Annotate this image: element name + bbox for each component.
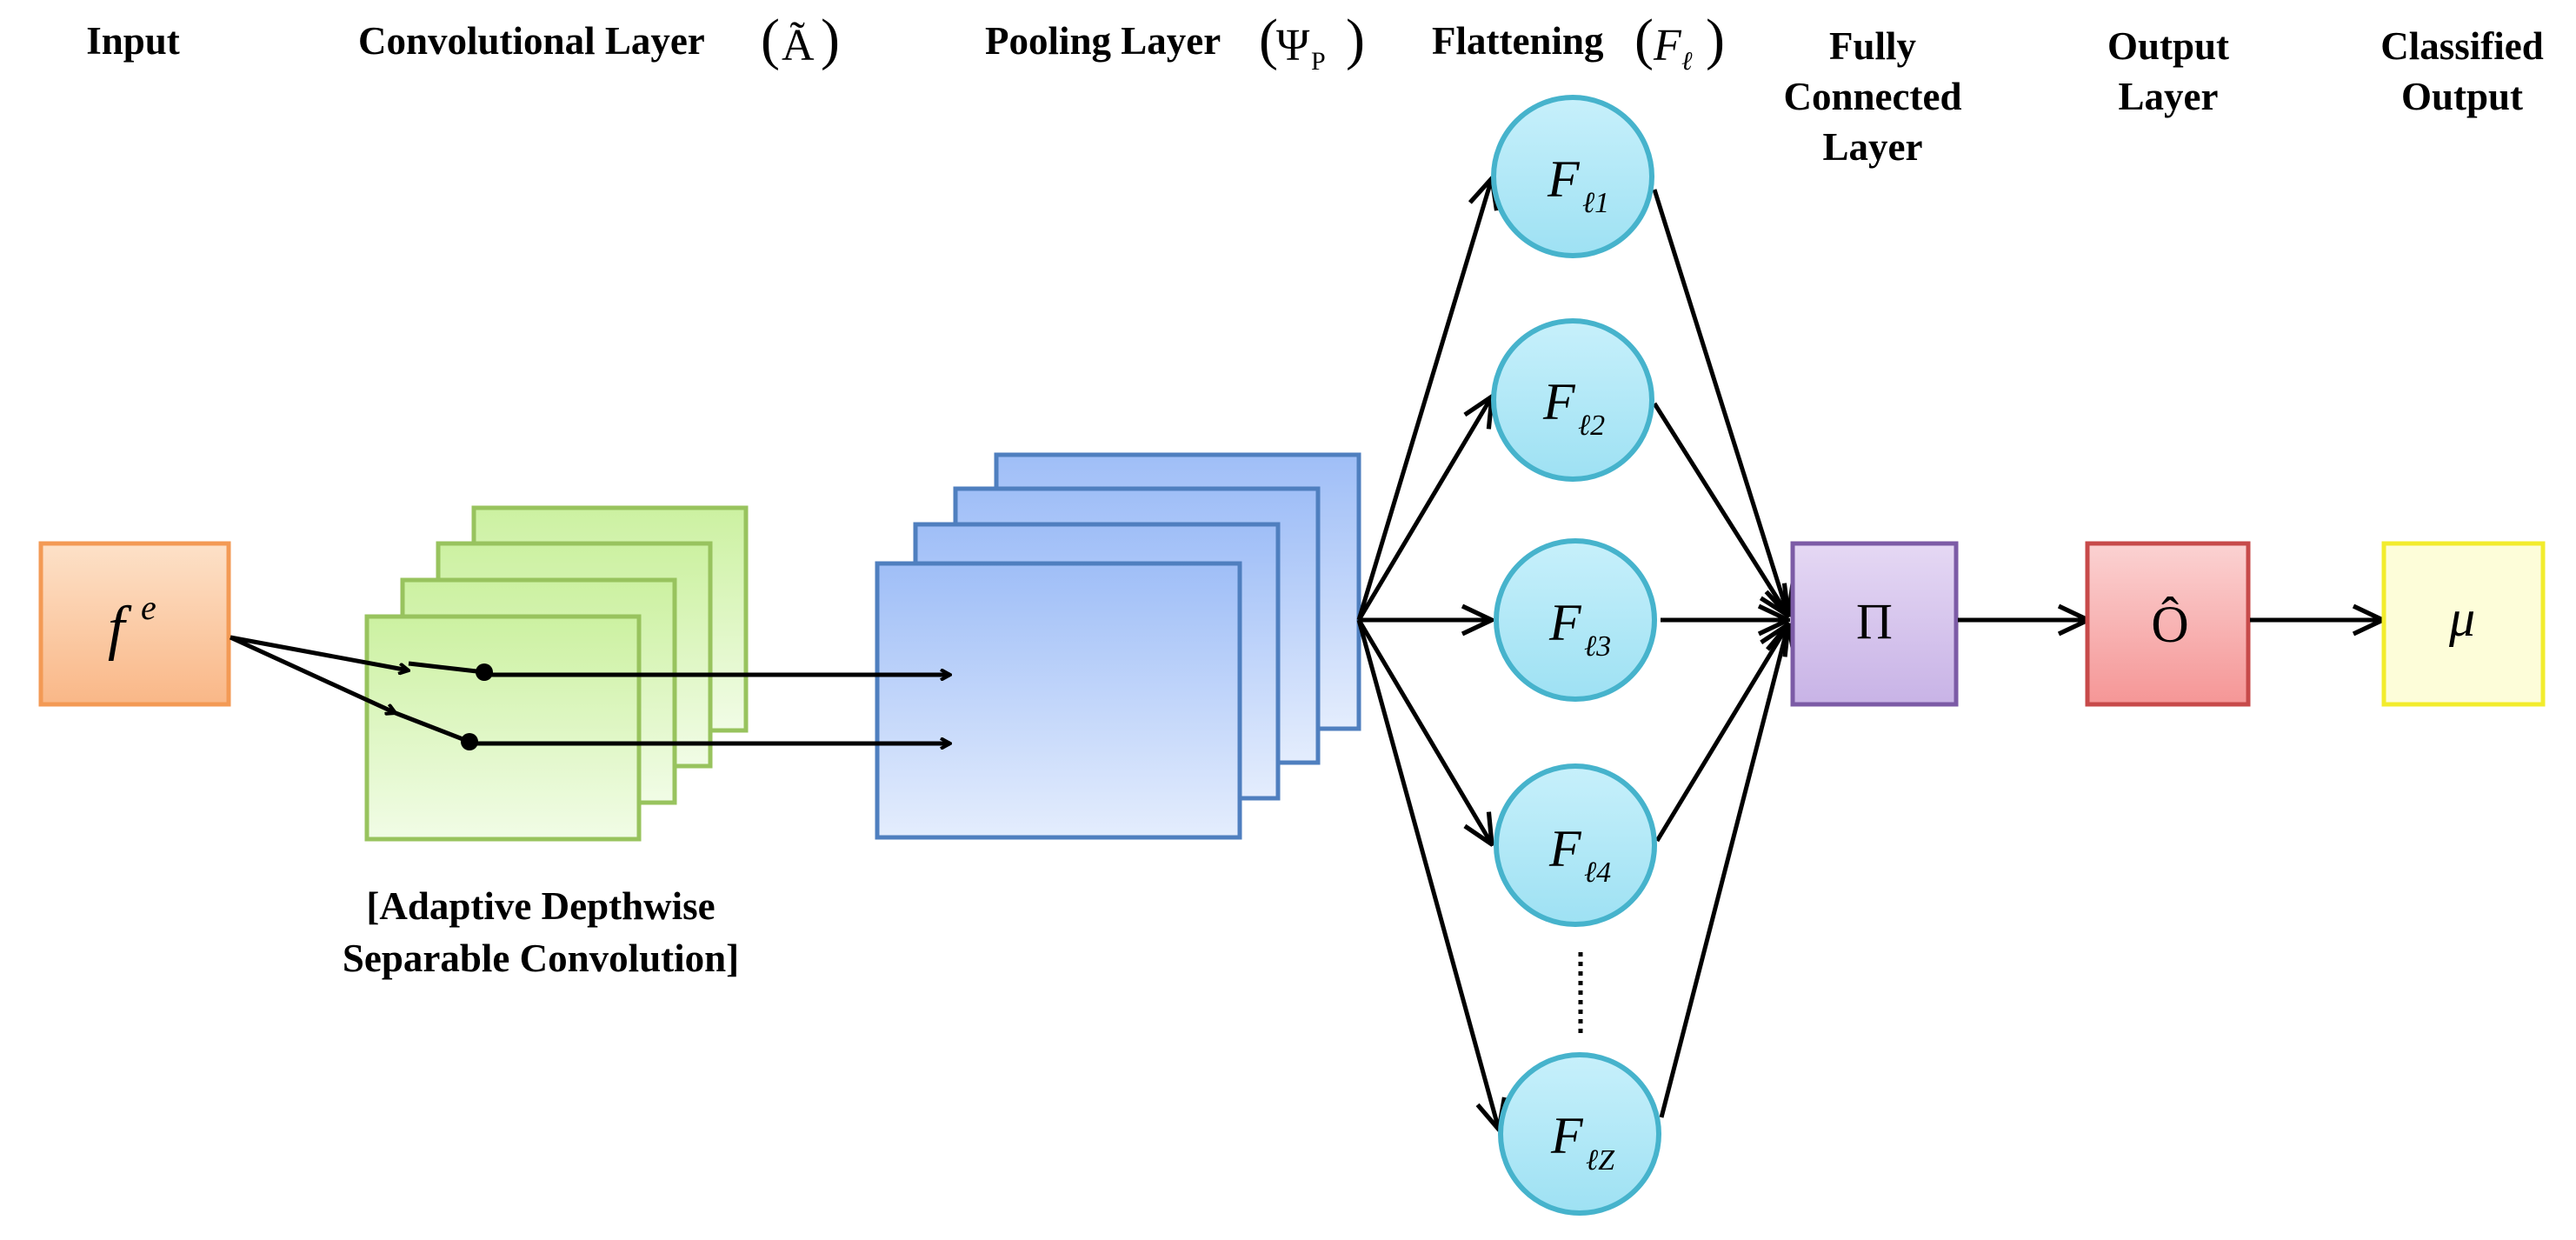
- svg-text:Separable Convolution]: Separable Convolution]: [343, 937, 739, 980]
- node-3-subscript: ℓ3: [1584, 630, 1611, 663]
- flatten-to-fc-arrows: [1652, 189, 1788, 1118]
- arrow-pool-to-node-2: [1356, 397, 1492, 622]
- flatten-node-2: F ℓ2: [1491, 318, 1654, 482]
- input-box: f e: [38, 541, 231, 707]
- svg-text:Classified: Classified: [2380, 24, 2544, 68]
- svg-text:Output: Output: [2401, 75, 2523, 118]
- arrow-node-4-to-fc: [1654, 624, 1788, 843]
- paren-close: ): [821, 8, 840, 71]
- flat-symbol-subscript: ℓ: [1681, 47, 1693, 76]
- svg-text:[Adaptive Depthwise: [Adaptive Depthwise: [366, 884, 715, 928]
- node-3-symbol: F: [1548, 594, 1582, 651]
- header-classified-output: Classified Output: [2380, 24, 2544, 118]
- node-1-subscript: ℓ1: [1582, 187, 1609, 219]
- arrow-node-2-to-fc: [1652, 402, 1788, 616]
- switch-node-1: [476, 663, 493, 681]
- svg-text:Connected: Connected: [1784, 75, 1962, 118]
- output-symbol: Ô: [2151, 596, 2188, 653]
- conv-symbol: Ã: [782, 21, 815, 70]
- flatten-node-4: F ℓ4: [1494, 763, 1657, 927]
- node-2-symbol: F: [1542, 373, 1576, 430]
- arrow-node-1-to-fc: [1652, 189, 1788, 616]
- paren-open: (: [1259, 8, 1278, 71]
- output-box: Ô: [2085, 541, 2251, 707]
- header-output-layer: Output Layer: [2107, 24, 2229, 118]
- svg-text:Flattening: Flattening: [1432, 19, 1604, 63]
- classified-symbol: μ: [2448, 590, 2475, 647]
- flatten-node-3: F ℓ3: [1494, 538, 1657, 702]
- input-superscript: e: [141, 588, 156, 627]
- flatten-node-z: F ℓZ: [1498, 1052, 1661, 1216]
- pool-symbol: Ψ: [1276, 21, 1310, 70]
- classified-output-box: μ: [2381, 541, 2546, 707]
- svg-text:Pooling Layer: Pooling Layer: [985, 19, 1221, 63]
- svg-text:Layer: Layer: [1823, 125, 1923, 169]
- pool-to-flatten-arrows: [1356, 178, 1499, 1130]
- node-2-subscript: ℓ2: [1578, 410, 1605, 442]
- node-1-symbol: F: [1547, 150, 1581, 208]
- switch-line-1: [408, 661, 485, 675]
- arrow-pool-to-node-z: [1356, 619, 1499, 1130]
- fully-connected-box: Π: [1790, 541, 1959, 707]
- conv-map-1: [364, 614, 642, 842]
- paren-open: (: [761, 8, 780, 71]
- arrow-input-to-conv-2: [229, 635, 396, 713]
- paren-close: ): [1346, 8, 1365, 71]
- header-flattening: Flattening ( F ℓ ): [1432, 8, 1725, 76]
- header-pooling-layer: Pooling Layer ( Ψ P ): [985, 8, 1365, 76]
- node-z-subscript: ℓZ: [1586, 1144, 1615, 1177]
- arrow-pool-to-node-1: [1356, 178, 1492, 621]
- paren-open: (: [1634, 8, 1654, 71]
- switch-line-2: [395, 710, 470, 744]
- fc-symbol: Π: [1856, 593, 1893, 650]
- node-4-subscript: ℓ4: [1584, 857, 1611, 889]
- pooling-feature-maps: [875, 452, 1361, 840]
- svg-text:Output: Output: [2107, 24, 2229, 68]
- arrow-pool-to-node-4: [1356, 618, 1492, 844]
- node-z-symbol: F: [1550, 1107, 1584, 1164]
- header-fully-connected-layer: Fully Connected Layer: [1784, 24, 1962, 169]
- pool-symbol-subscript: P: [1311, 47, 1326, 76]
- header-input: Input: [86, 19, 180, 63]
- input-to-conv-arrows: [229, 635, 950, 750]
- arrow-node-z-to-fc: [1659, 624, 1788, 1118]
- paren-close: ): [1706, 8, 1725, 71]
- pool-map-1: [875, 561, 1242, 840]
- convolution-feature-maps: [364, 505, 749, 842]
- arrow-input-to-conv-1: [230, 635, 409, 670]
- header-convolutional-layer: Convolutional Layer ( Ã ): [358, 8, 840, 71]
- svg-text:Fully: Fully: [1829, 24, 1917, 68]
- flatten-node-1: F ℓ1: [1491, 95, 1654, 258]
- node-4-symbol: F: [1548, 820, 1582, 877]
- svg-text:Convolutional Layer: Convolutional Layer: [358, 19, 705, 63]
- conv-caption: [Adaptive Depthwise Separable Convolutio…: [343, 884, 739, 980]
- svg-text:Layer: Layer: [2119, 75, 2219, 118]
- flat-symbol: F: [1653, 21, 1682, 70]
